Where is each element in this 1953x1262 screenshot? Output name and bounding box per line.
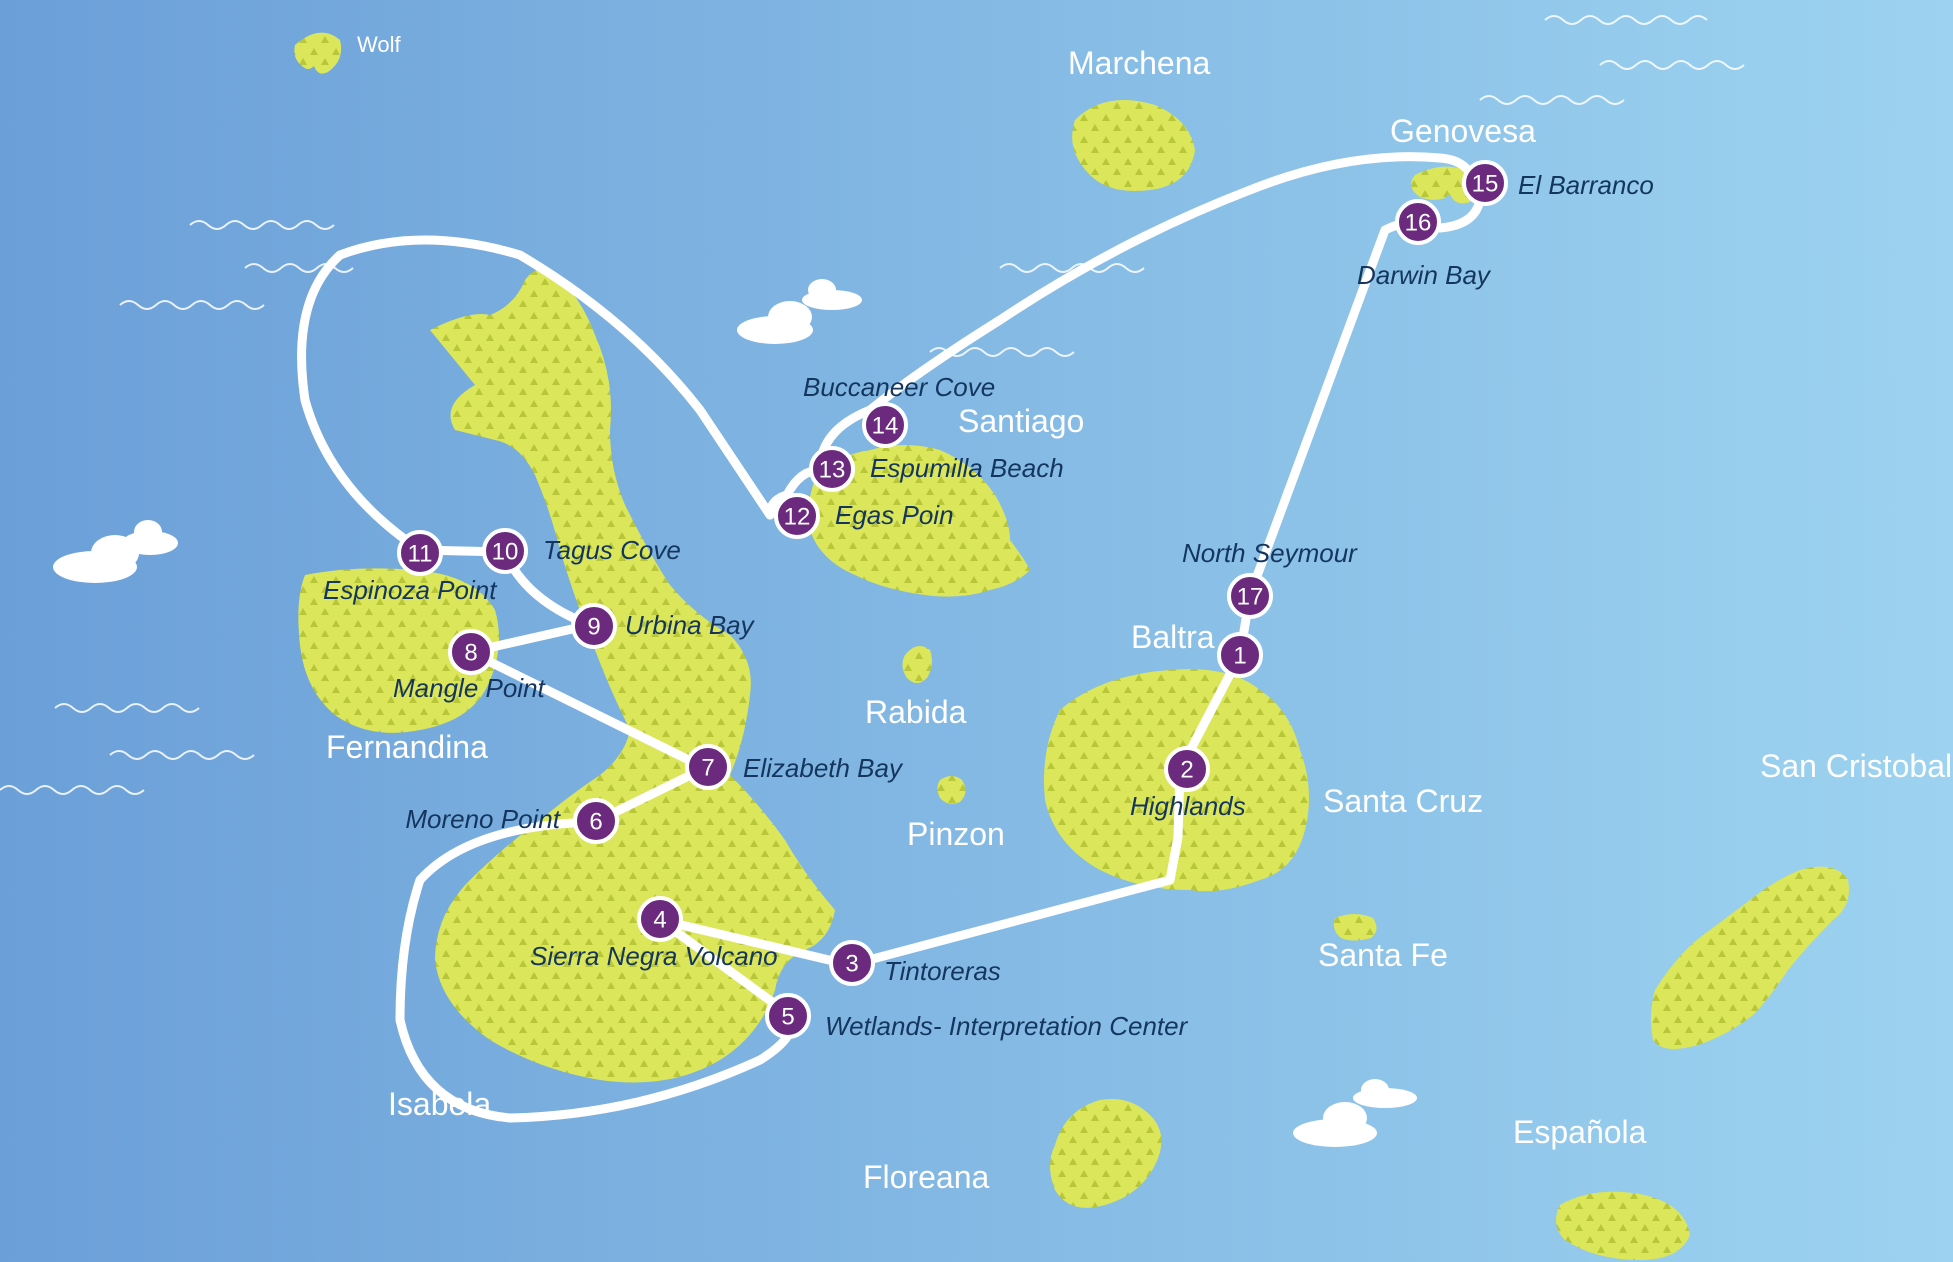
stop-number-8: 8	[464, 640, 477, 667]
stop-number-6: 6	[589, 809, 602, 836]
stop-marker-2	[1164, 746, 1210, 792]
island-label-baltra: Baltra	[1131, 619, 1215, 655]
stop-number-5: 5	[781, 1004, 794, 1031]
island-label-floreana: Floreana	[863, 1159, 990, 1195]
stop-number-15: 15	[1472, 171, 1499, 198]
stop-marker-11	[397, 530, 443, 576]
island-label-rabida: Rabida	[865, 694, 967, 730]
island-marchena	[1072, 100, 1195, 191]
island-rabida	[902, 646, 932, 683]
route-segment	[297, 235, 1245, 1123]
stop-marker-12	[774, 493, 820, 539]
stop-label-2: Highlands	[1130, 791, 1246, 821]
stop-number-9: 9	[587, 614, 600, 641]
island-label-santiago: Santiago	[958, 403, 1084, 439]
stop-label-13: Espumilla Beach	[870, 453, 1064, 483]
island-santiago	[808, 445, 1030, 597]
stop-number-1: 1	[1233, 643, 1246, 670]
stop-number-7: 7	[701, 755, 714, 782]
island-label-santa-cruz: Santa Cruz	[1323, 783, 1483, 819]
stop-marker-5	[765, 993, 811, 1039]
stop-number-13: 13	[819, 457, 846, 484]
stop-label-5: Wetlands- Interpretation Center	[825, 1011, 1189, 1041]
island-pinzon	[937, 776, 966, 804]
stop-number-2: 2	[1180, 757, 1193, 784]
island-label-espanola: Española	[1513, 1114, 1647, 1150]
stop-label-16: Darwin Bay	[1357, 260, 1492, 290]
cloud	[737, 279, 862, 344]
stop-label-6: Moreno Point	[405, 804, 561, 834]
cloud	[53, 520, 178, 583]
island-fernandina	[298, 568, 499, 733]
stop-label-17: North Seymour	[1182, 538, 1358, 568]
island-floreana	[1050, 1099, 1162, 1208]
stop-number-11: 11	[408, 541, 433, 568]
stop-number-17: 17	[1237, 584, 1264, 611]
island-label-pinzon: Pinzon	[907, 816, 1005, 852]
island-label-marchena: Marchena	[1068, 45, 1211, 81]
stop-label-9: Urbina Bay	[625, 610, 756, 640]
stop-number-4: 4	[653, 907, 666, 934]
cloud	[1293, 1079, 1417, 1147]
island-san-cristobal	[1650, 866, 1849, 1049]
island-label-isabela: Isabela	[388, 1086, 491, 1122]
stop-number-16: 16	[1405, 210, 1432, 237]
stop-label-3: Tintoreras	[884, 956, 1001, 986]
waves	[0, 15, 1745, 795]
stop-label-14: Buccaneer Cove	[803, 372, 995, 402]
clouds	[53, 279, 1417, 1147]
stop-marker-15	[1462, 160, 1508, 206]
island-label-fernandina: Fernandina	[326, 729, 488, 765]
stop-marker-9	[571, 603, 617, 649]
stop-label-4: Sierra Negra Volcano	[530, 941, 778, 971]
stop-label-8: Mangle Point	[393, 673, 547, 703]
island-wolf	[294, 32, 342, 74]
stop-marker-13	[809, 446, 855, 492]
stop-marker-14	[862, 402, 908, 448]
island-labels: Wolf Marchena Genovesa Santiago Rabida P…	[326, 32, 1952, 1195]
stop-number-3: 3	[845, 951, 858, 978]
island-label-san-cristobal: San Cristobal	[1760, 748, 1952, 784]
stop-marker-8	[448, 629, 494, 675]
stop-label-10: Tagus Cove	[543, 535, 681, 565]
stop-marker-10	[482, 528, 528, 574]
stop-marker-7	[685, 744, 731, 790]
island-genovesa	[1411, 166, 1476, 204]
island-santa-fe	[1333, 914, 1377, 941]
stop-marker-3	[829, 940, 875, 986]
island-espanola	[1556, 1191, 1690, 1260]
island-isabela	[430, 268, 835, 1083]
stop-marker-17	[1227, 573, 1273, 619]
stop-label-11: Espinoza Point	[323, 575, 498, 605]
stop-label-7: Elizabeth Bay	[743, 753, 904, 783]
island-label-genovesa: Genovesa	[1390, 113, 1536, 149]
stop-number-12: 12	[784, 504, 811, 531]
stop-marker-6	[573, 798, 619, 844]
stop-label-12: Egas Poin	[835, 500, 954, 530]
stop-label-15: El Barranco	[1518, 170, 1654, 200]
stop-marker-16	[1395, 199, 1441, 245]
stop-number-14: 14	[872, 413, 899, 440]
stop-number-10: 10	[492, 539, 519, 566]
island-label-wolf: Wolf	[357, 32, 401, 57]
stop-marker-4	[637, 896, 683, 942]
stop-marker-1	[1217, 632, 1263, 678]
island-label-santa-fe: Santa Fe	[1318, 937, 1448, 973]
